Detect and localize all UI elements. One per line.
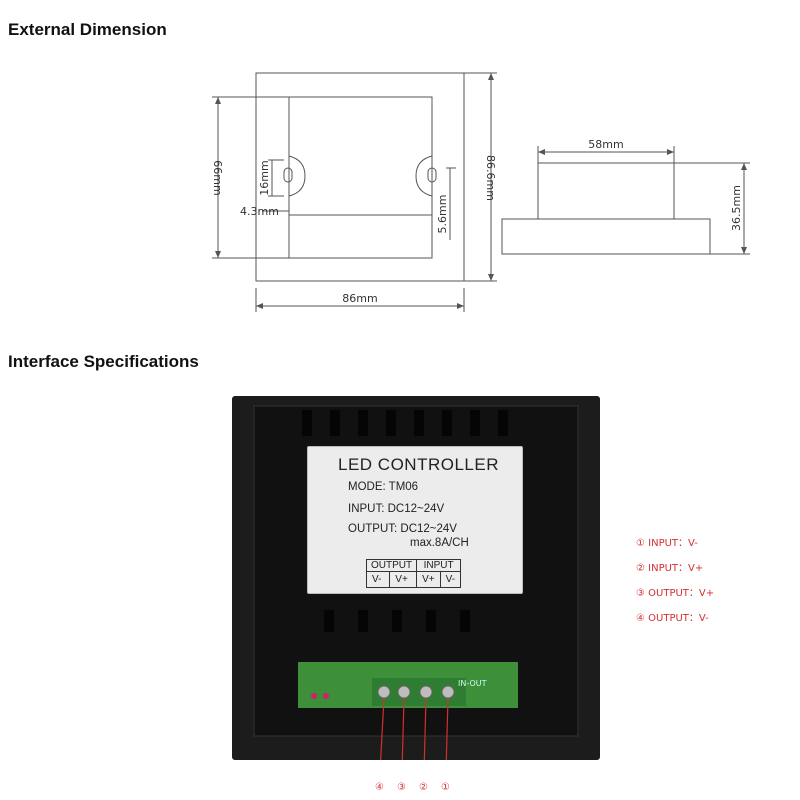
terminal-cell: V+ <box>389 571 418 588</box>
label-input: INPUT: DC12~24V <box>348 503 445 515</box>
terminal-cell: V- <box>365 571 391 588</box>
dim-58mm: 58mm <box>588 138 623 151</box>
pin-number-2: ② <box>419 782 428 793</box>
legend-num: ③ <box>636 588 645 599</box>
side-view-base <box>501 218 711 255</box>
legend-item-1: ① INPUT：V- <box>636 534 698 549</box>
dim-86mm: 86mm <box>342 292 377 305</box>
front-view-inner <box>288 96 433 259</box>
section-title-external-dimension: External Dimension <box>8 20 167 39</box>
side-view-body <box>537 162 675 220</box>
terminal-cell: V- <box>439 571 462 588</box>
label-max-current: max.8A/CH <box>410 537 469 549</box>
dim-4-3mm: 4.3mm <box>240 205 279 218</box>
legend-item-2: ② INPUT：V+ <box>636 559 703 574</box>
right-mounting-ear <box>415 155 433 197</box>
legend-num: ④ <box>636 613 645 624</box>
section-title-interface-specifications: Interface Specifications <box>8 352 199 371</box>
legend-num: ① <box>636 538 645 549</box>
dim-66mm: 66mm <box>211 160 224 195</box>
pin-number-3: ③ <box>397 782 406 793</box>
label-title: LED CONTROLLER <box>338 455 499 474</box>
legend-text: INPUT：V+ <box>648 563 704 574</box>
terminal-screw-4 <box>377 685 391 699</box>
legend-num: ② <box>636 563 645 574</box>
terminal-cell: V+ <box>416 571 441 588</box>
left-mounting-ear <box>288 155 306 197</box>
label-output: OUTPUT: DC12~24V <box>348 523 457 535</box>
dim-86-6mm: 86.6mm <box>484 155 497 201</box>
pin-number-4: ④ <box>375 782 384 793</box>
legend-item-4: ④ OUTPUT：V- <box>636 609 709 624</box>
legend-item-3: ③ OUTPUT：V+ <box>636 584 714 599</box>
label-model: MODE: TM06 <box>348 481 419 493</box>
left-slot <box>283 167 293 183</box>
dim-36-5mm: 36.5mm <box>730 185 743 231</box>
dim-5-6mm: 5.6mm <box>436 195 449 234</box>
terminal-group-output: OUTPUT <box>365 559 418 572</box>
product-label: LED CONTROLLER MODE: TM06 INPUT: DC12~24… <box>307 446 523 594</box>
legend-text: OUTPUT：V+ <box>648 588 715 599</box>
legend-text: INPUT：V- <box>648 538 698 549</box>
terminal-table: OUTPUT INPUT V- V+ V+ V- <box>365 559 462 588</box>
terminal-screw-3 <box>397 685 411 699</box>
terminal-screw-1 <box>441 685 455 699</box>
dimension-drawing: 66mm 16mm 4.3mm 5.6mm 86.6mm 86mm 58mm 3… <box>211 72 750 312</box>
pcb-mark: IN-OUT <box>458 679 487 688</box>
right-slot <box>427 167 437 183</box>
pin-number-1: ① <box>441 782 450 793</box>
terminal-group-input: INPUT <box>416 559 462 572</box>
front-view-outer <box>255 72 465 282</box>
terminal-screw-2 <box>419 685 433 699</box>
dim-16mm: 16mm <box>258 160 271 195</box>
legend-text: OUTPUT：V- <box>648 613 709 624</box>
